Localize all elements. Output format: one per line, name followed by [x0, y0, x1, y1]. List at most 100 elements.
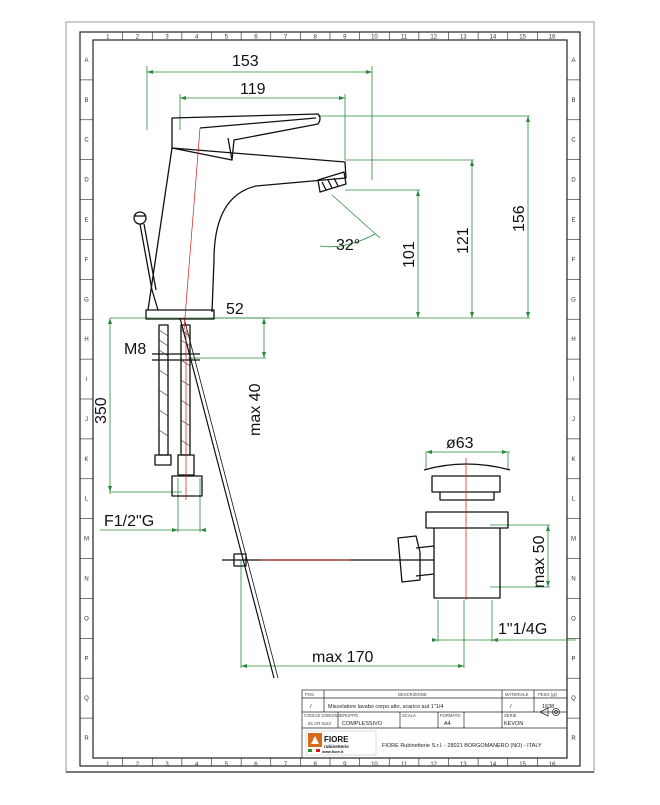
grid-column-label: 7 [284, 35, 288, 41]
grid-column-label: 5 [225, 762, 229, 768]
grid-column-label: 8 [314, 762, 318, 768]
tb-formato-label: FORMATO [440, 713, 461, 718]
tb-formato-value: A4 [444, 721, 451, 727]
grid-row-label: D [571, 178, 576, 184]
logo-text: FIORE [324, 735, 349, 744]
grid-column-label: 1 [106, 762, 110, 768]
projection-symbol-icon [539, 707, 560, 717]
grid-column-label: 9 [343, 35, 347, 41]
grid-column-label: 15 [519, 762, 526, 768]
grid-row-label: M [84, 537, 89, 543]
dim-121: 121 [455, 227, 472, 254]
dim-52: 52 [226, 301, 244, 318]
grid-row-label: D [84, 178, 89, 184]
tb-descrizione-value: Miscelatore lavabo corpo alto, scarico a… [328, 704, 443, 710]
tb-materiale-label: MATERIALE [505, 692, 529, 697]
tb-company: FIORE Rubinetterie S.r.l. - 28021 BORGOM… [382, 743, 542, 749]
dim-1-1-4-g: 1"1/4G [498, 621, 547, 638]
grid-column-label: 3 [165, 762, 169, 768]
dim-f-1-2-g: F1/2"G [104, 513, 154, 530]
grid-row-label: N [84, 577, 88, 583]
grid-row-label: E [84, 218, 88, 224]
tb-descrizione-label: DESCRIZIONE [398, 692, 427, 697]
grid-row-label: Q [571, 696, 576, 702]
grid-row-label: C [571, 138, 576, 144]
grid-row-label: J [572, 417, 575, 423]
tb-gruppo-label: GRUPPO [340, 713, 359, 718]
dim-156: 156 [511, 205, 528, 232]
dim-101: 101 [401, 241, 418, 268]
grid-column-label: 4 [195, 35, 199, 41]
grid-row-label: J [85, 417, 88, 423]
grid-column-label: 11 [401, 762, 408, 768]
grid-row-label: L [85, 497, 89, 503]
tb-scala-label: SCALA [402, 713, 416, 718]
dimension-arrows [108, 70, 550, 668]
fiore-logo: FIORE rubinetterie www.fiore.it [305, 730, 377, 756]
grid-column-label: 1 [106, 35, 110, 41]
tb-peso-value: 1638 [542, 704, 554, 710]
dim-153: 153 [232, 53, 259, 70]
grid-column-label: 8 [314, 35, 318, 41]
grid-column-label: 4 [195, 762, 199, 768]
dim-phi-63: ø63 [446, 435, 474, 452]
grid-row-label: O [571, 616, 576, 622]
grid-row-label: F [572, 257, 576, 263]
tb-pos-label: POS. [305, 692, 315, 697]
grid-column-label: 15 [519, 35, 526, 41]
tb-serie-label: SERIE [504, 713, 517, 718]
tb-gruppo-value: COMPLESSIVO [342, 721, 383, 727]
dim-32-degrees: 32° [336, 237, 360, 254]
grid-column-label: 7 [284, 762, 288, 768]
grid-column-label: 9 [343, 762, 347, 768]
tb-peso-label: PESO (gr) [538, 692, 558, 697]
center-lines [183, 127, 467, 600]
grid-column-label: 2 [136, 35, 140, 41]
tb-pos-value: / [310, 704, 312, 710]
dim-350: 350 [93, 397, 110, 424]
tb-codice-label: CODICE DISEGNO [304, 713, 342, 718]
grid-row-label: B [84, 98, 88, 104]
grid-column-label: 14 [490, 35, 497, 41]
grid-row-label: F [85, 257, 89, 263]
grid-column-label: 10 [371, 762, 378, 768]
grid-row-label: I [573, 377, 575, 383]
grid-row-label: K [84, 457, 88, 463]
dim-max-170: max 170 [312, 649, 373, 666]
grid-row-label: G [84, 297, 89, 303]
popup-link-rod-edge [183, 317, 279, 679]
grid-column-label: 2 [136, 762, 140, 768]
grid-column-label: 13 [460, 762, 467, 768]
grid-row-label: P [571, 656, 575, 662]
grid-column-labels: 1122334455667788991010111112121313141415… [106, 32, 556, 768]
tb-codice-value: B1 CR 8123 [308, 721, 331, 726]
grid-row-label: G [571, 297, 576, 303]
grid-row-label: A [84, 58, 88, 64]
grid-column-label: 11 [401, 35, 408, 41]
grid-column-label: 16 [549, 762, 556, 768]
hose-thread-hatching [158, 329, 191, 447]
grid-row-label: R [571, 736, 576, 742]
grid-row-label: K [571, 457, 575, 463]
grid-column-label: 5 [225, 35, 229, 41]
grid-column-label: 6 [254, 35, 258, 41]
grid-column-label: 12 [430, 762, 437, 768]
popup-link-rod [179, 317, 275, 679]
grid-row-label: O [84, 616, 89, 622]
grid-row-label: H [84, 337, 88, 343]
grid-row-label: N [571, 577, 575, 583]
grid-column-label: 14 [490, 762, 497, 768]
grid-row-label: C [84, 138, 89, 144]
grid-row-label: R [84, 736, 89, 742]
dim-max-50: max 50 [531, 535, 548, 588]
grid-column-label: 3 [165, 35, 169, 41]
dim-119: 119 [240, 81, 266, 98]
grid-column-label: 13 [460, 35, 467, 41]
logo-url: www.fiore.it [321, 750, 344, 754]
grid-column-label: 16 [549, 35, 556, 41]
grid-column-label: 10 [371, 35, 378, 41]
grid-row-label: Q [84, 696, 89, 702]
tb-serie-value: KEVON [504, 721, 523, 727]
